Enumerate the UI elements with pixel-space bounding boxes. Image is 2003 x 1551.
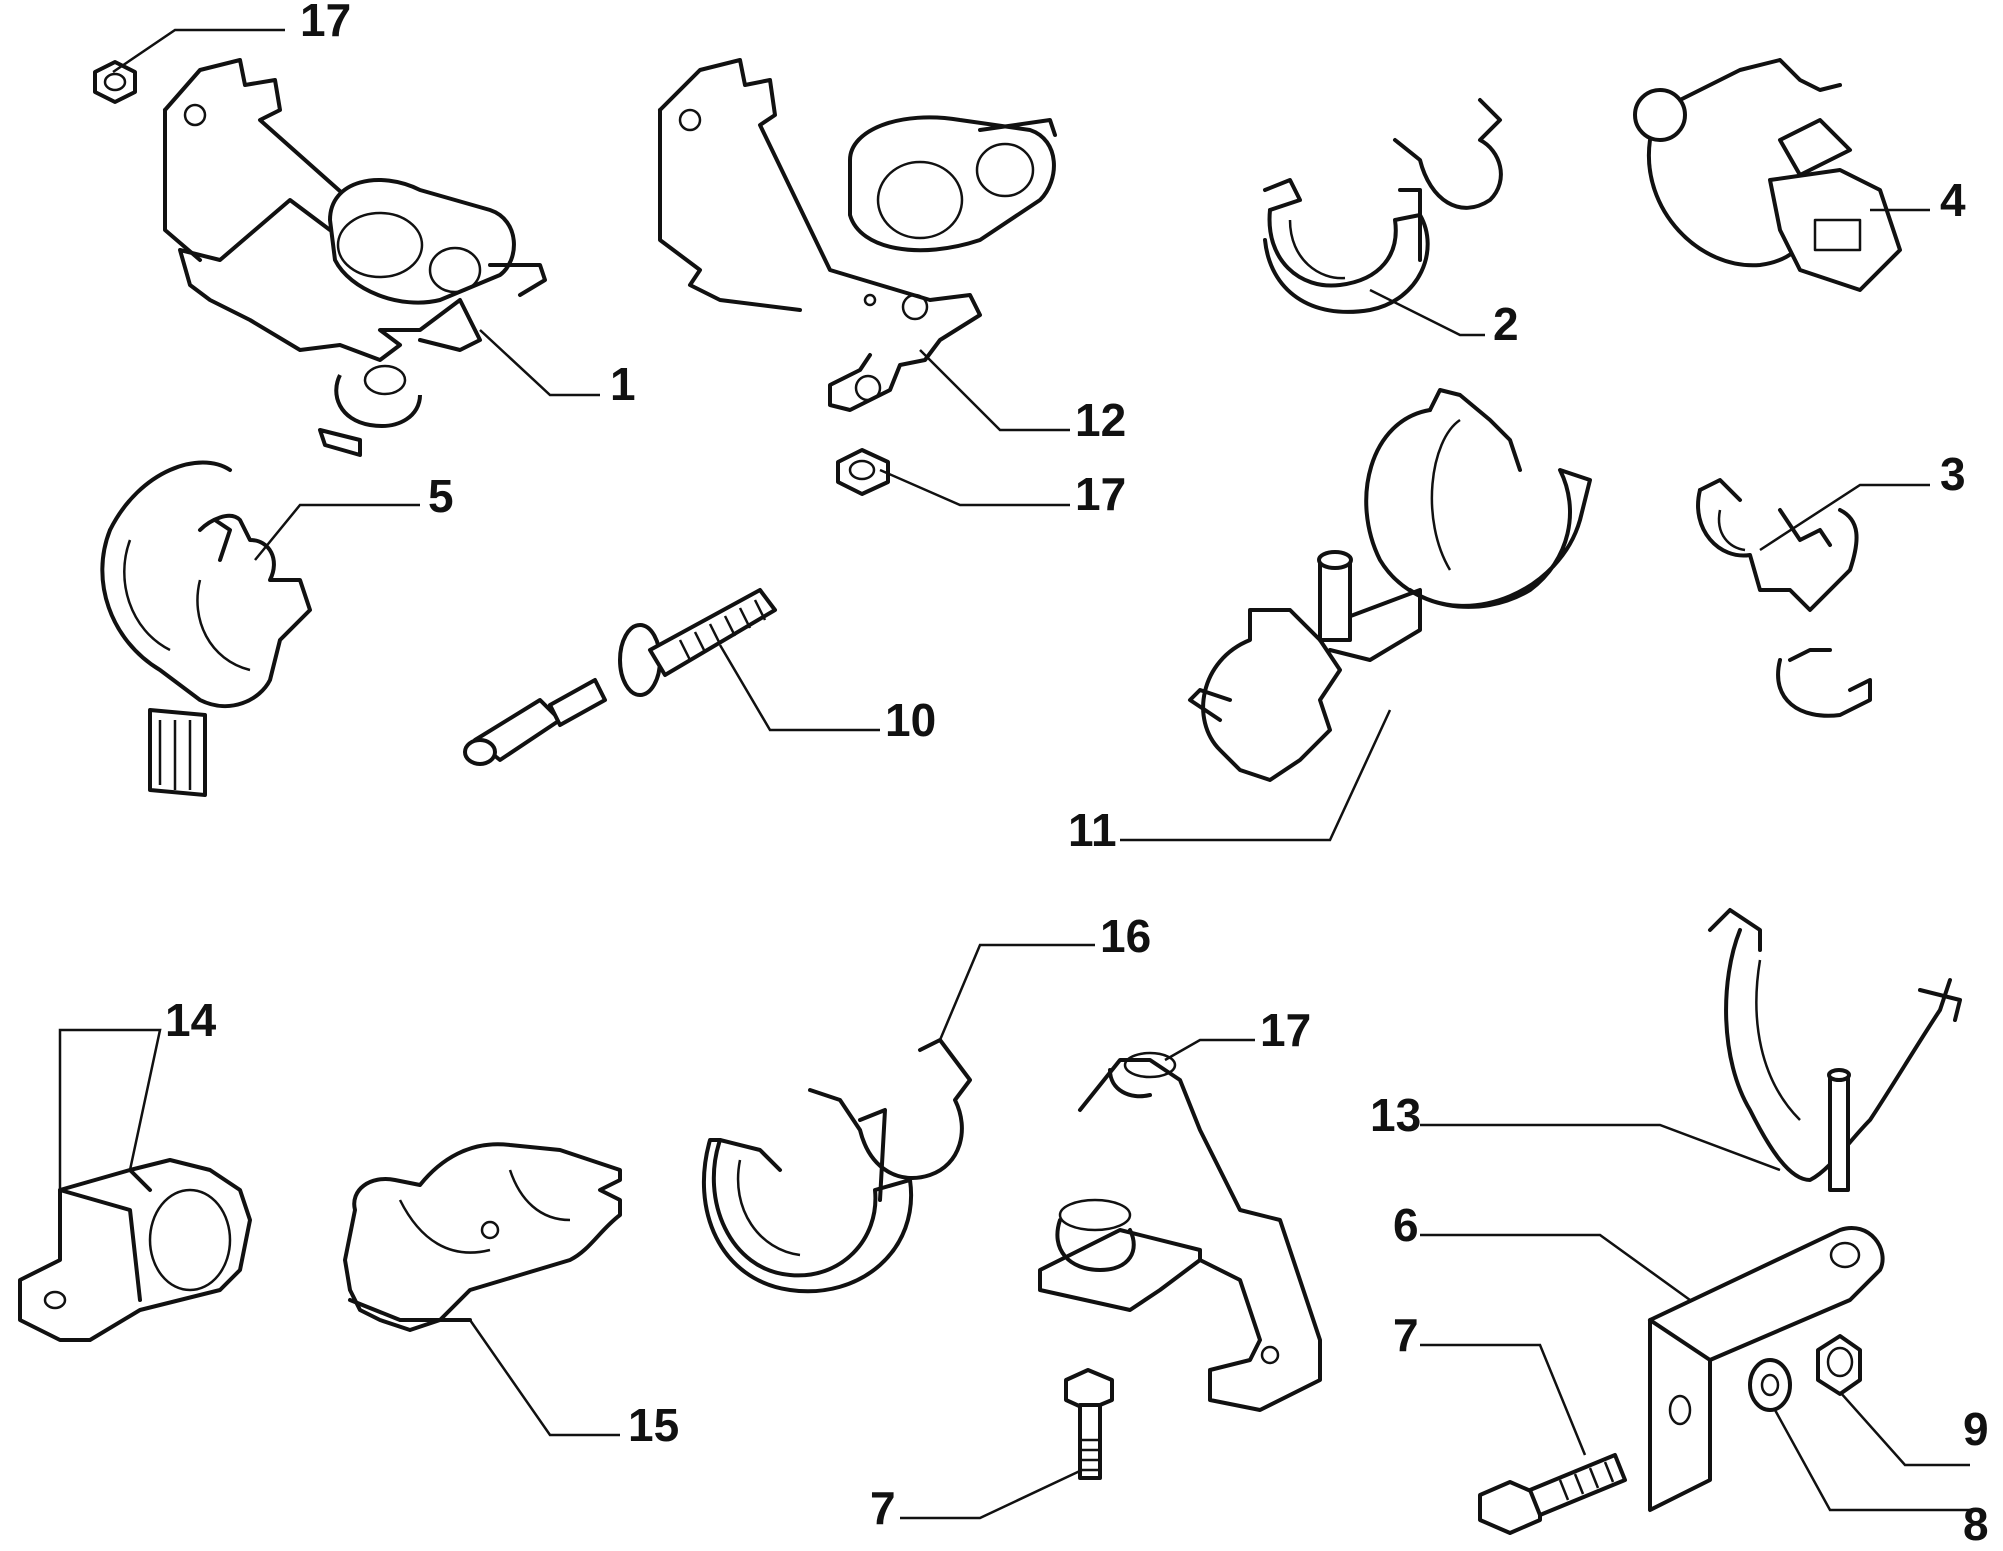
- part-clamp-5: [100, 460, 312, 797]
- part-bracket-1: [163, 58, 547, 457]
- callout-3: 3: [1940, 448, 1966, 500]
- callout-17-lower: 17: [1260, 1004, 1311, 1056]
- part-bolt-7-right: [1478, 1453, 1627, 1535]
- part-bracket-12: [658, 58, 1057, 412]
- part-washer-8: [1748, 1358, 1792, 1412]
- part-bracket-17-lower: [1038, 1051, 1322, 1412]
- callout-2: 2: [1493, 298, 1519, 350]
- callout-labels: 17 1 12 17 2 4 3 5 10 11 16 14 17 13 6 7…: [165, 0, 1989, 1550]
- callout-14: 14: [165, 994, 217, 1046]
- part-clip-4: [1633, 58, 1902, 292]
- callout-5: 5: [428, 470, 454, 522]
- callout-17-top-left: 17: [300, 0, 351, 46]
- part-stud-10: [463, 588, 777, 766]
- callout-11: 11: [1068, 804, 1117, 856]
- part-bolt-7-middle: [1064, 1368, 1114, 1480]
- part-clip-3: [1696, 478, 1872, 718]
- callout-12: 12: [1075, 394, 1126, 446]
- callout-17-middle: 17: [1075, 468, 1126, 520]
- part-clip-2: [1263, 98, 1503, 314]
- leader-lines: [58, 28, 1970, 1520]
- part-nut-9: [1816, 1334, 1862, 1396]
- part-clamp-11: [1188, 388, 1592, 782]
- part-saddle-15: [343, 1142, 622, 1332]
- part-saddle-14: [18, 1158, 252, 1342]
- callout-15: 15: [628, 1399, 679, 1451]
- callout-13: 13: [1370, 1089, 1421, 1141]
- part-angle-bracket-6: [1648, 1226, 1885, 1512]
- callout-7-right: 7: [1393, 1309, 1419, 1361]
- part-nut-17-middle: [836, 448, 890, 496]
- callout-7-middle: 7: [870, 1482, 896, 1534]
- callout-4: 4: [1940, 174, 1966, 226]
- callout-16: 16: [1100, 910, 1151, 962]
- callout-9: 9: [1963, 1403, 1989, 1455]
- callout-10: 10: [885, 694, 936, 746]
- callout-6: 6: [1393, 1199, 1419, 1251]
- part-nut-17-top-left: [93, 60, 137, 104]
- part-clip-16: [701, 1038, 972, 1294]
- callout-1: 1: [610, 358, 636, 410]
- part-clip-13: [1708, 908, 1962, 1192]
- callout-8: 8: [1963, 1498, 1989, 1550]
